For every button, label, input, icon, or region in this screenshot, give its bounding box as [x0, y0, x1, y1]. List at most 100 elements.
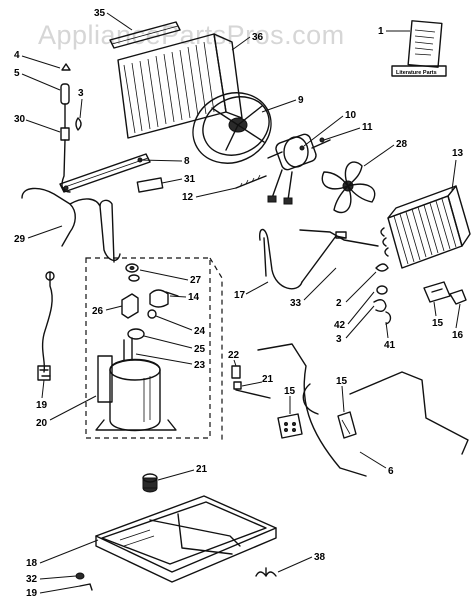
callout-22: 21: [157, 464, 208, 481]
svg-text:19: 19: [36, 400, 48, 411]
svg-text:9: 9: [298, 95, 304, 106]
callout-15-right: 15: [336, 376, 348, 413]
compressor-assembly-outline: [85, 257, 223, 440]
callout-6: 6: [359, 451, 394, 477]
svg-text:3: 3: [78, 88, 84, 99]
base-pan[interactable]: [95, 495, 277, 583]
callout-3-right: 3: [336, 305, 375, 345]
svg-text:12: 12: [182, 192, 194, 203]
svg-text:35: 35: [94, 8, 106, 19]
literature-parts[interactable]: Literature Parts: [391, 20, 447, 77]
hardware-clip[interactable]: [373, 299, 387, 313]
callout-15-left: 15: [284, 386, 296, 414]
base-screw[interactable]: [75, 572, 85, 580]
thermostat-sensor[interactable]: [60, 63, 71, 193]
callout-11: 11: [323, 122, 373, 141]
svg-text:8: 8: [184, 156, 190, 167]
svg-text:19: 19: [26, 588, 38, 599]
sensor-clip[interactable]: [75, 117, 82, 131]
svg-text:15: 15: [284, 386, 296, 397]
selector-switch[interactable]: [423, 281, 451, 303]
svg-text:13: 13: [452, 148, 464, 159]
base-clip[interactable]: [255, 567, 277, 577]
svg-text:17: 17: [234, 290, 246, 301]
overload-protector[interactable]: [149, 289, 179, 308]
svg-text:2: 2: [336, 298, 342, 309]
callout-39: 38: [277, 552, 326, 573]
hardware-nut[interactable]: [375, 263, 389, 272]
motor-mount-screw[interactable]: [235, 174, 267, 189]
control-knob[interactable]: [449, 289, 467, 305]
callout-26: 24: [155, 315, 206, 337]
callout-41: 41: [384, 321, 396, 351]
svg-text:41: 41: [384, 340, 396, 351]
callout-4: 4: [14, 50, 61, 69]
suction-tube[interactable]: [21, 187, 121, 263]
svg-text:4: 4: [14, 50, 20, 61]
svg-text:24: 24: [194, 326, 206, 337]
watermark: AppliancePartsPros.com: [38, 20, 345, 50]
svg-text:21: 21: [196, 464, 208, 475]
svg-text:16: 16: [452, 330, 464, 341]
base-washer[interactable]: [79, 583, 93, 591]
gasket-left[interactable]: [277, 413, 303, 439]
callout-10: 10: [303, 110, 357, 147]
terminal-nut[interactable]: [125, 263, 140, 282]
svg-text:10: 10: [345, 110, 357, 121]
callout-25: 23: [135, 353, 206, 371]
callout-29: 27: [139, 269, 202, 286]
hardware-washer[interactable]: [376, 285, 388, 295]
callout-36: 31: [161, 174, 196, 185]
callout-37: 35: [94, 8, 133, 31]
callout-8: 8: [139, 156, 190, 167]
callout-33: 33: [290, 267, 337, 309]
callout-38: 36: [231, 32, 264, 51]
evaporator-coil[interactable]: [109, 21, 243, 139]
grommet[interactable]: [127, 328, 145, 340]
terminal-cover[interactable]: [121, 293, 139, 319]
svg-text:20: 20: [36, 418, 48, 429]
seal-strip[interactable]: [257, 343, 469, 477]
svg-text:3: 3: [336, 334, 342, 345]
callout-18: 18: [26, 539, 99, 569]
svg-text:18: 18: [26, 558, 38, 569]
callout-13: 13: [451, 148, 464, 191]
terminal-gasket[interactable]: [147, 309, 157, 319]
svg-text:6: 6: [388, 466, 394, 477]
compressor[interactable]: [95, 337, 177, 432]
callout-9: 17: [234, 281, 269, 301]
wire-harness[interactable]: [37, 271, 55, 381]
callout-17: 16: [452, 303, 464, 341]
callout-35: 30: [14, 114, 61, 133]
condenser-fan-blade[interactable]: [321, 161, 376, 214]
discharge-tube[interactable]: [258, 228, 379, 290]
callout-2: 2: [336, 271, 377, 309]
control-clip[interactable]: [136, 177, 164, 193]
callout-19: 19: [26, 585, 81, 599]
mounting-bracket[interactable]: [59, 153, 151, 193]
fan-motor[interactable]: [267, 133, 331, 205]
svg-text:22: 22: [228, 350, 240, 361]
svg-text:23: 23: [194, 360, 206, 371]
svg-text:31: 31: [184, 174, 196, 185]
gasket-right[interactable]: [337, 411, 357, 439]
callout-3-top: 3: [78, 88, 84, 119]
callout-1: 1: [378, 26, 410, 37]
callout-21: 20: [36, 395, 97, 429]
svg-text:29: 29: [14, 234, 26, 245]
callout-30: 28: [363, 139, 408, 167]
callout-32: 32: [26, 574, 77, 585]
mount-grommet[interactable]: [142, 473, 158, 493]
svg-text:36: 36: [252, 32, 264, 43]
svg-text:11: 11: [362, 122, 373, 133]
blower-wheel[interactable]: [181, 80, 282, 175]
callout-7: 9: [261, 95, 304, 113]
svg-text:27: 27: [190, 275, 202, 286]
hardware-spring[interactable]: [385, 311, 392, 325]
svg-text:32: 32: [26, 574, 38, 585]
svg-text:14: 14: [188, 292, 200, 303]
condenser-coil[interactable]: [380, 185, 471, 269]
callout-5: 5: [14, 68, 61, 91]
svg-text:26: 26: [92, 306, 104, 317]
